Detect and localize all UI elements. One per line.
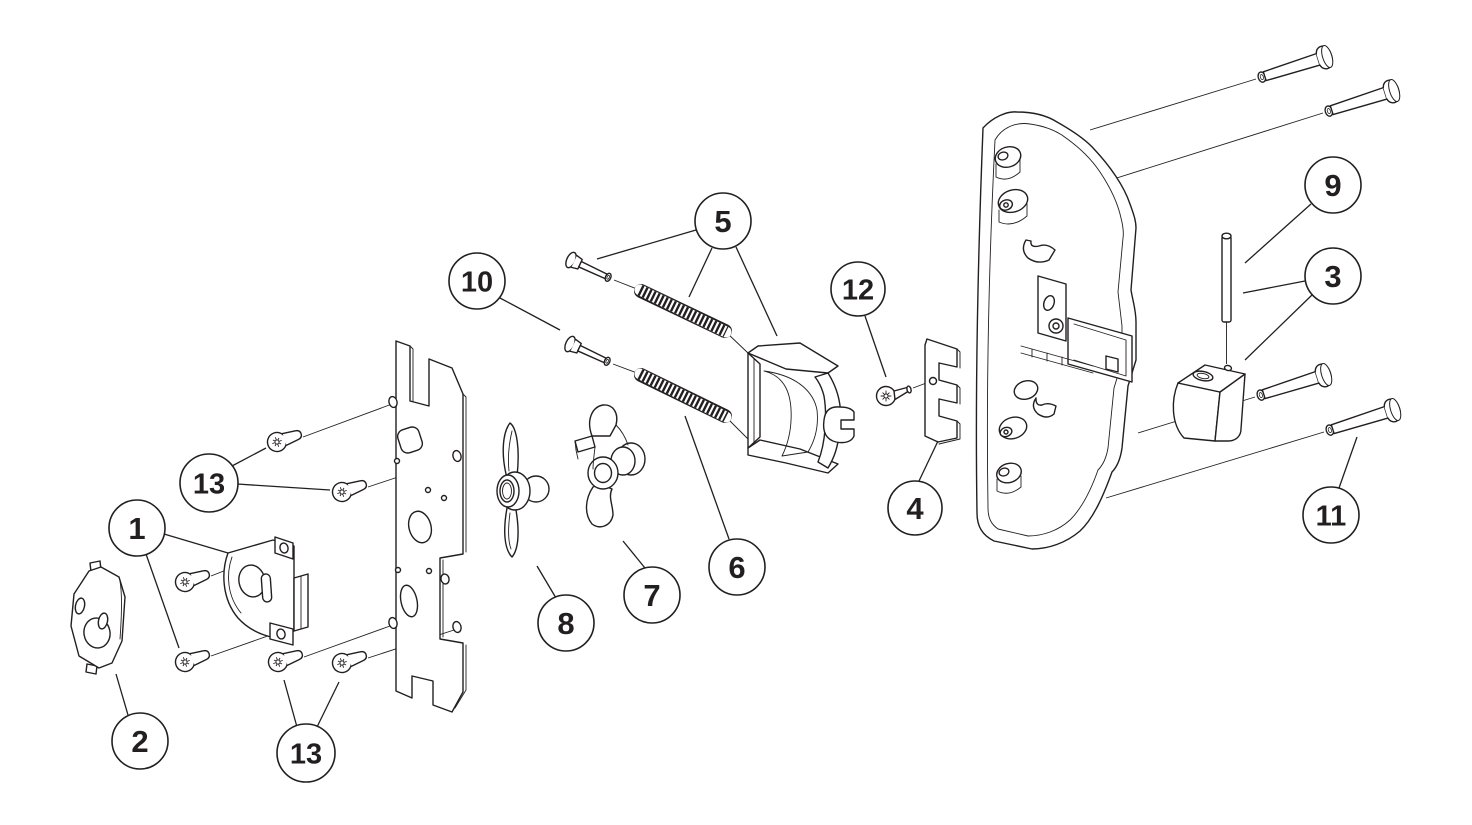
callout-leader-line	[163, 533, 229, 554]
axis-lines	[210, 78, 1325, 659]
part-mounting-plate	[223, 536, 309, 646]
svg-text:3: 3	[1324, 259, 1341, 294]
svg-text:13: 13	[290, 738, 322, 770]
callout-leader-line	[735, 246, 778, 337]
callout-balloon-1: 1	[108, 499, 166, 557]
screw-13-a	[264, 424, 305, 455]
callout-leader-line	[1338, 436, 1358, 489]
callout-leader-line	[596, 229, 697, 260]
screw-1-b	[172, 644, 213, 675]
callout-balloon-10: 10	[448, 252, 506, 310]
svg-text:2: 2	[131, 724, 148, 759]
callout-balloon-13: 13	[179, 453, 239, 513]
callout-balloon-13: 13	[276, 723, 336, 783]
callout-balloon-11: 11	[1302, 486, 1360, 544]
svg-text:6: 6	[728, 550, 745, 585]
part-comb-plate	[924, 338, 961, 445]
callout-balloon-8: 8	[537, 594, 595, 652]
callout-leader-line	[688, 247, 713, 298]
part-latch-bracket	[747, 342, 855, 474]
callout-leader-line	[622, 540, 646, 569]
callout-leader-line	[145, 553, 180, 649]
springs-group	[634, 284, 732, 423]
svg-text:11: 11	[1316, 500, 1347, 532]
svg-text:9: 9	[1324, 168, 1341, 203]
part-stop-block	[1172, 364, 1246, 442]
callout-leader-line	[283, 679, 298, 728]
pin-bottom-2	[1322, 396, 1404, 443]
callout-leader-line	[115, 673, 129, 716]
callout-leader-line	[499, 297, 561, 331]
callout-leader-line	[918, 440, 939, 482]
callout-balloon-6: 6	[708, 538, 766, 596]
part-wing-knob	[496, 422, 550, 558]
screw-1-a	[172, 564, 213, 595]
svg-text:5: 5	[714, 204, 731, 239]
callout-balloon-12: 12	[830, 261, 886, 317]
callout-leader-line	[1242, 280, 1306, 294]
svg-text:7: 7	[643, 578, 660, 613]
part-screw-12	[875, 385, 912, 407]
callout-leader-line	[316, 681, 340, 728]
svg-text:12: 12	[842, 274, 874, 306]
screw-13-c	[265, 644, 306, 675]
callout-leader-line	[1244, 294, 1313, 361]
screw-13-d	[329, 645, 370, 676]
case-body	[975, 111, 1137, 550]
callout-balloon-2: 2	[111, 712, 169, 770]
callout-leader-line	[536, 565, 557, 599]
callout-balloon-3: 3	[1304, 247, 1362, 305]
svg-text:13: 13	[193, 468, 225, 500]
pin-bottom-1	[1253, 361, 1335, 408]
pin-top-1	[1254, 43, 1336, 90]
screw-13-b	[329, 474, 370, 505]
svg-text:1: 1	[128, 511, 145, 546]
screw-10	[562, 334, 614, 371]
mounting-pins-group	[1253, 43, 1404, 443]
callout-leader-line	[1244, 203, 1312, 264]
callout-leader-line	[864, 315, 887, 378]
callout-leader-line	[236, 483, 331, 491]
screws-long-group	[562, 250, 615, 371]
part-cover-plate	[70, 560, 126, 675]
backplate	[388, 340, 467, 713]
callout-balloon-4: 4	[887, 480, 943, 536]
part-spindle-pin	[1221, 232, 1232, 323]
callout-leader-line	[231, 447, 267, 467]
callout-leader-line	[684, 415, 730, 540]
callout-balloon-5: 5	[694, 192, 752, 250]
svg-text:4: 4	[906, 491, 924, 526]
part-cam-wing	[574, 404, 646, 528]
svg-text:8: 8	[557, 606, 574, 641]
svg-text:10: 10	[461, 266, 493, 298]
callout-balloon-9: 9	[1304, 156, 1362, 214]
pin-top-2	[1321, 77, 1403, 124]
callout-balloon-7: 7	[623, 566, 681, 624]
